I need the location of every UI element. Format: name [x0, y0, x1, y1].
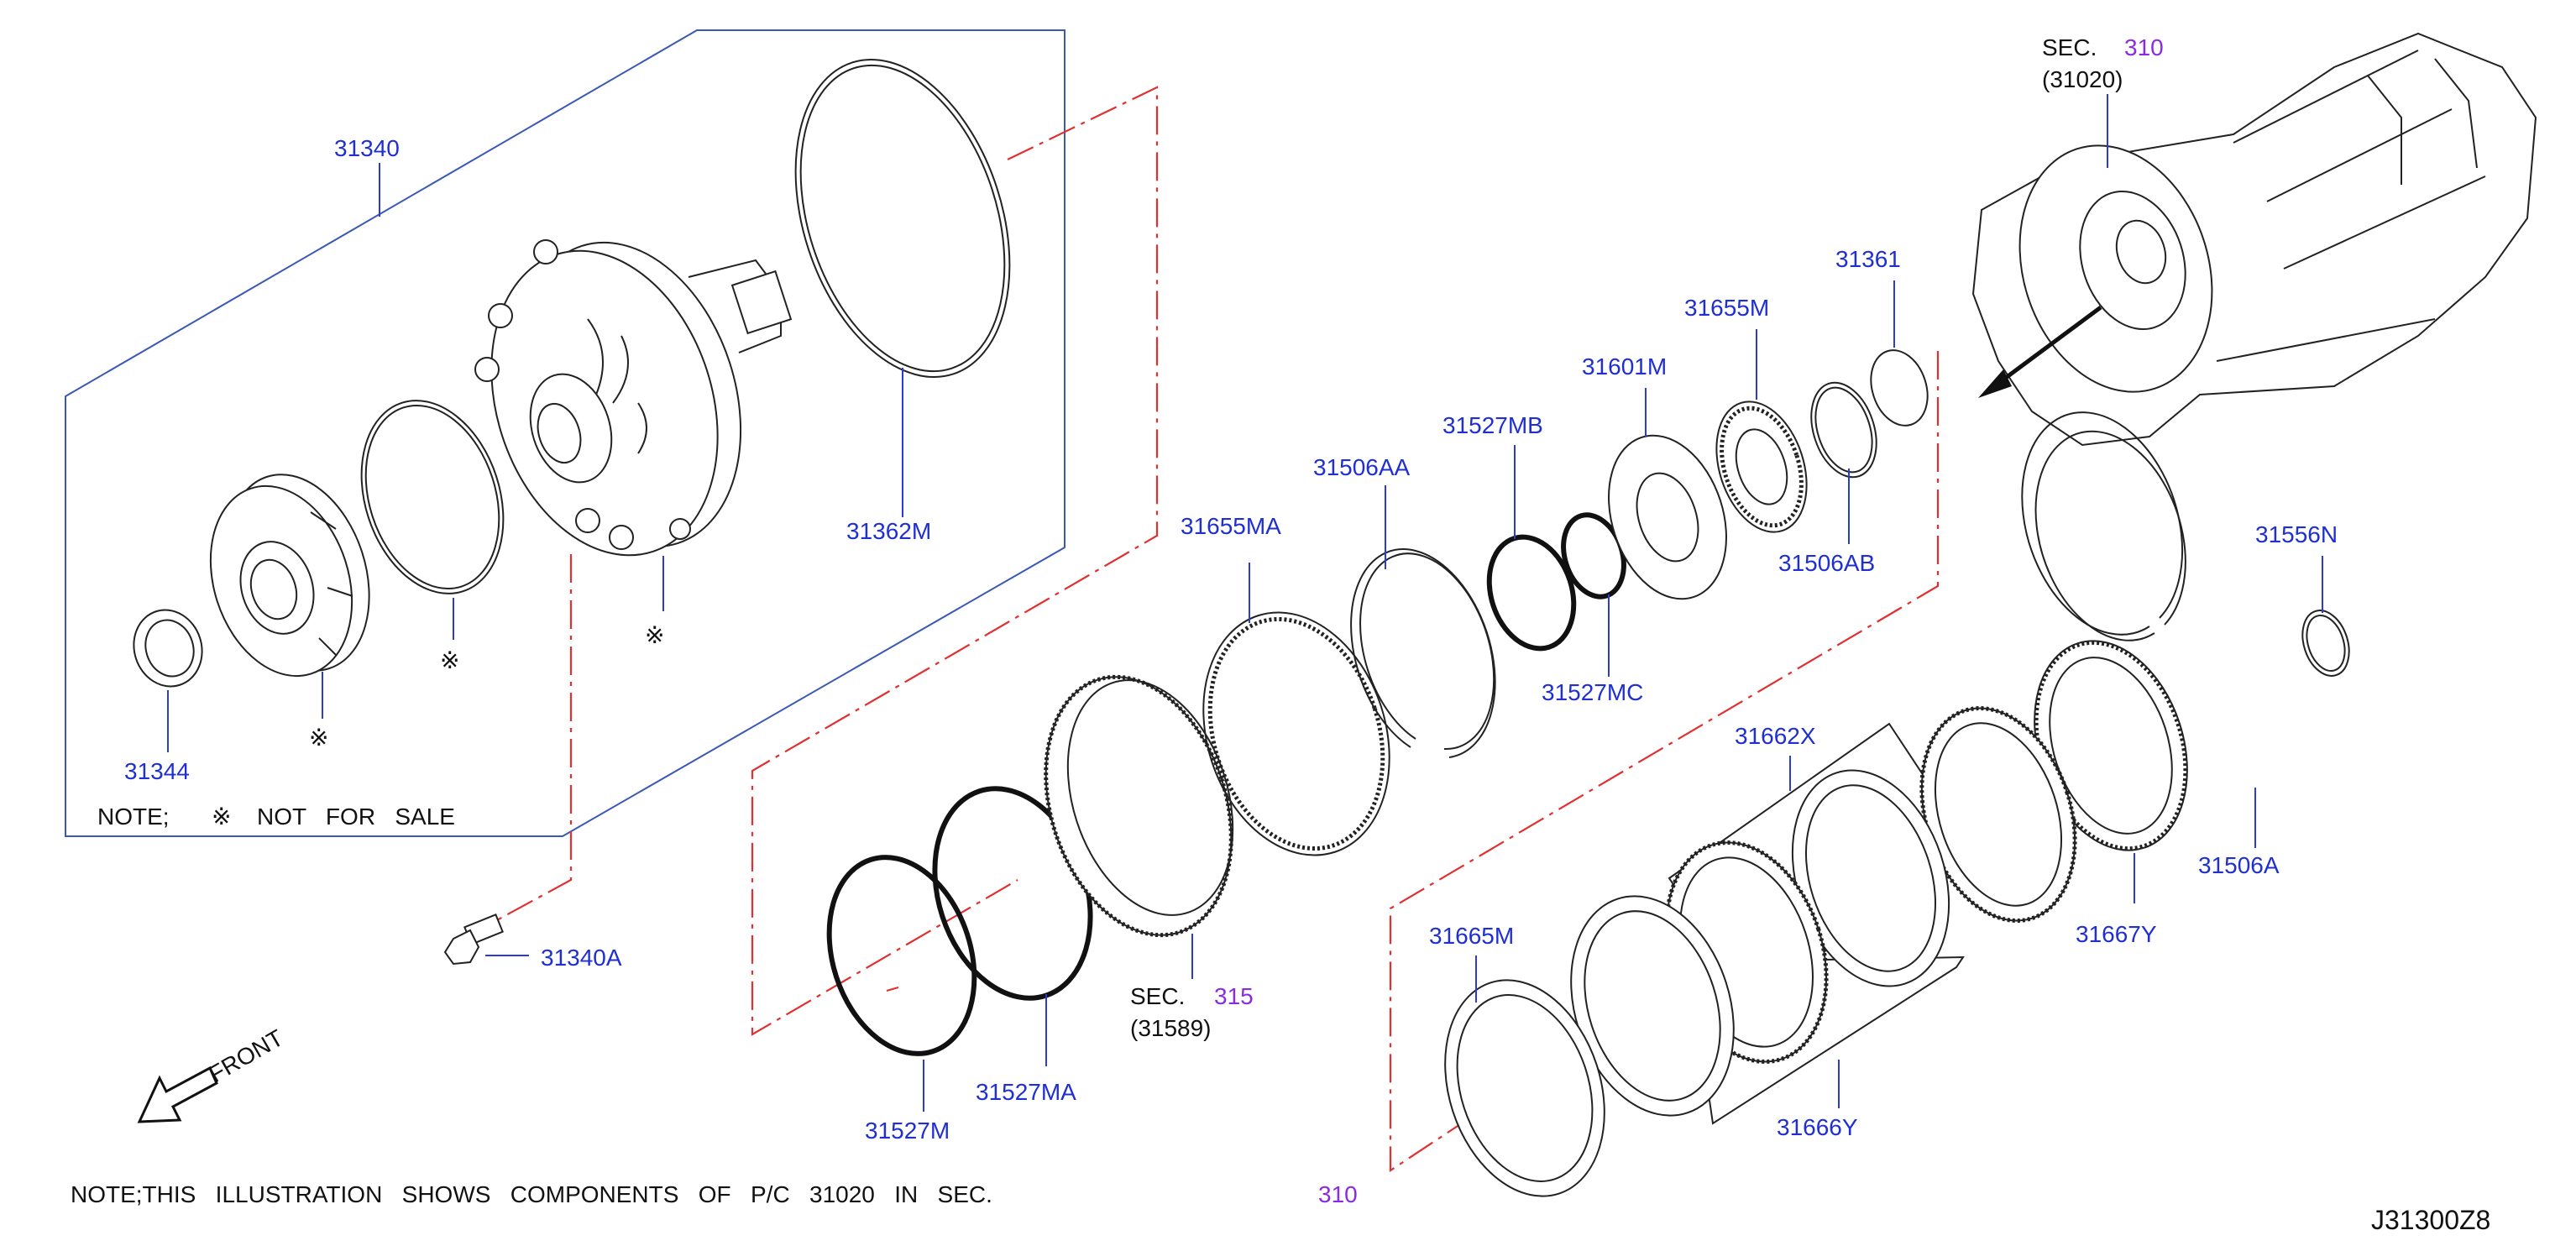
note-not-for-sale-prefix: NOTE;	[97, 804, 170, 830]
sec310-code: (31020)	[2042, 66, 2123, 92]
label-31527MC: 31527MC	[1542, 679, 1643, 705]
label-31662X: 31662X	[1735, 723, 1816, 749]
front-label: FRONT	[205, 1024, 288, 1087]
label-31340A: 31340A	[541, 945, 622, 971]
sec315-prefix: SEC.	[1130, 983, 1185, 1009]
sec315-number[interactable]: 315	[1214, 983, 1254, 1009]
oil-seal-31344[interactable]	[124, 601, 212, 695]
label-31666Y: 31666Y	[1777, 1114, 1858, 1140]
snap-ring-31506A[interactable]	[2021, 411, 2184, 636]
label-31667Y: 31667Y	[2076, 921, 2157, 947]
large-o-ring-31362M[interactable]	[758, 32, 1048, 405]
bolt-31340A[interactable]	[443, 914, 504, 966]
thrust-washer-31601M[interactable]	[1589, 420, 1746, 614]
retaining-plate-31665M[interactable]	[1419, 960, 1631, 1217]
not-for-sale-mark-pump-body: ※	[645, 622, 664, 648]
pump-assembly-group-frame	[65, 29, 1065, 837]
transmission-assembly-sec310[interactable]	[1971, 32, 2537, 447]
label-31601M: 31601M	[1582, 353, 1667, 380]
label-31556N: 31556N	[2255, 521, 2338, 547]
not-for-sale-mark-pump-cover: ※	[309, 725, 328, 751]
seal-ring-31527MB[interactable]	[1475, 526, 1587, 659]
oil-pump-body[interactable]	[454, 213, 793, 584]
sec310-prefix: SEC.	[2042, 34, 2097, 60]
snap-ring-31556N[interactable]	[2295, 605, 2357, 682]
bearing-race-31655MA[interactable]	[1173, 588, 1419, 879]
sec310-number[interactable]: 310	[2124, 34, 2164, 60]
snap-ring-31506AA[interactable]	[1350, 548, 1496, 758]
note-not-for-sale-mark: ※	[212, 804, 231, 830]
pump-cover[interactable]	[187, 456, 393, 694]
label-31527MB: 31527MB	[1442, 412, 1543, 438]
pump-o-ring[interactable]	[338, 382, 526, 612]
label-31340: 31340	[334, 135, 400, 161]
snap-ring-31506AB[interactable]	[1800, 374, 1887, 486]
clutch-plate-stack[interactable]	[1544, 688, 2101, 1137]
label-31527MA: 31527MA	[976, 1079, 1076, 1105]
label-31655M: 31655M	[1684, 295, 1769, 321]
not-for-sale-mark-o-ring: ※	[440, 647, 459, 673]
needle-bearing-31655M[interactable]	[1701, 390, 1823, 543]
label-31361: 31361	[1835, 246, 1901, 272]
illustration-note: NOTE;THIS ILLUSTRATION SHOWS COMPONENTS …	[71, 1181, 992, 1207]
label-31655MA: 31655MA	[1181, 513, 1281, 539]
note-not-for-sale-text: NOT FOR SALE	[257, 804, 455, 830]
seal-ring-31527M[interactable]	[805, 839, 998, 1073]
label-31362M: 31362M	[846, 518, 931, 544]
label-31527M: 31527M	[865, 1118, 950, 1144]
label-31506AA: 31506AA	[1313, 454, 1411, 480]
label-31506AB: 31506AB	[1778, 550, 1875, 576]
washer-31361[interactable]	[1861, 343, 1936, 432]
diagram-id: J31300Z8	[2371, 1205, 2490, 1235]
label-31665M: 31665M	[1429, 923, 1514, 949]
clutch-drum-sec315[interactable]	[1014, 653, 1262, 960]
label-31506A: 31506A	[2198, 852, 2280, 878]
phantom-guide-lines	[474, 86, 1940, 1173]
illustration-note-sec-ref[interactable]: 310	[1318, 1181, 1358, 1207]
direction-arrow	[1978, 369, 2012, 398]
front-direction-indicator	[137, 1065, 218, 1123]
label-31344: 31344	[124, 758, 190, 784]
sec315-code: (31589)	[1130, 1015, 1212, 1041]
